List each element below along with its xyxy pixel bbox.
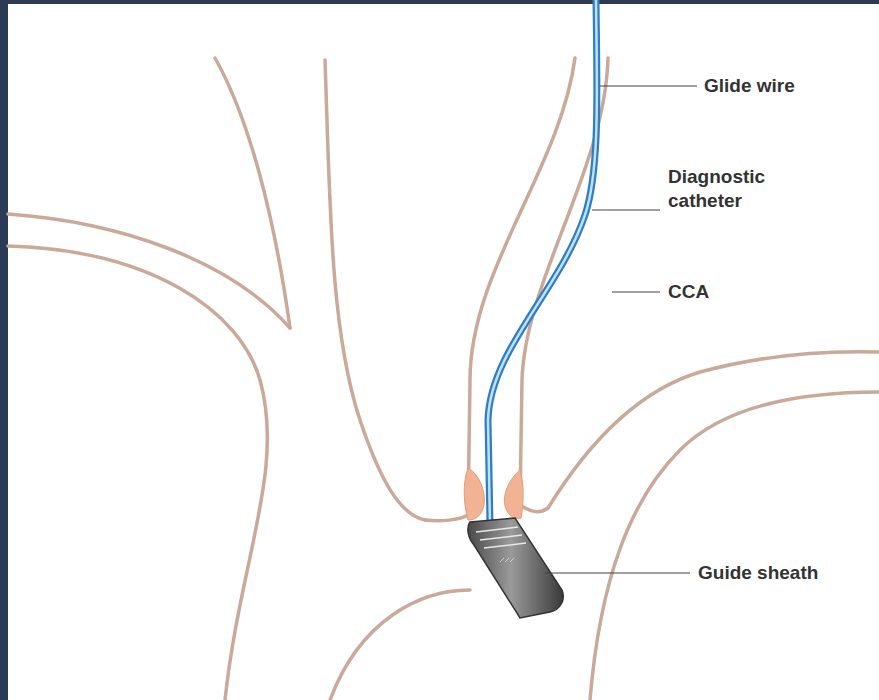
vessel-wall xyxy=(8,246,267,700)
vessel-wall xyxy=(425,58,575,521)
leader-line xyxy=(545,572,690,573)
callout-label: Glide wire xyxy=(704,74,795,98)
glide-wire xyxy=(488,0,597,525)
diagnostic-catheter xyxy=(488,0,597,525)
guide-sheath xyxy=(468,518,563,618)
vessel-wall xyxy=(330,590,470,700)
vessel-walls xyxy=(8,58,879,700)
leader-line xyxy=(612,291,660,292)
plaque xyxy=(504,470,523,519)
callout-label: Diagnostic catheter xyxy=(668,165,798,213)
leader-line xyxy=(600,85,697,86)
plaque xyxy=(464,468,484,520)
leader-line xyxy=(592,209,660,210)
callout-label: Guide sheath xyxy=(698,561,818,585)
background xyxy=(8,4,879,700)
leader-lines xyxy=(545,86,697,573)
vessel-wall xyxy=(8,214,290,328)
vessel-wall xyxy=(590,392,879,700)
vessel-wall xyxy=(325,60,425,520)
vessel-wall xyxy=(215,58,290,328)
callout-label: CCA xyxy=(668,280,709,304)
vessel-wall xyxy=(520,58,879,512)
